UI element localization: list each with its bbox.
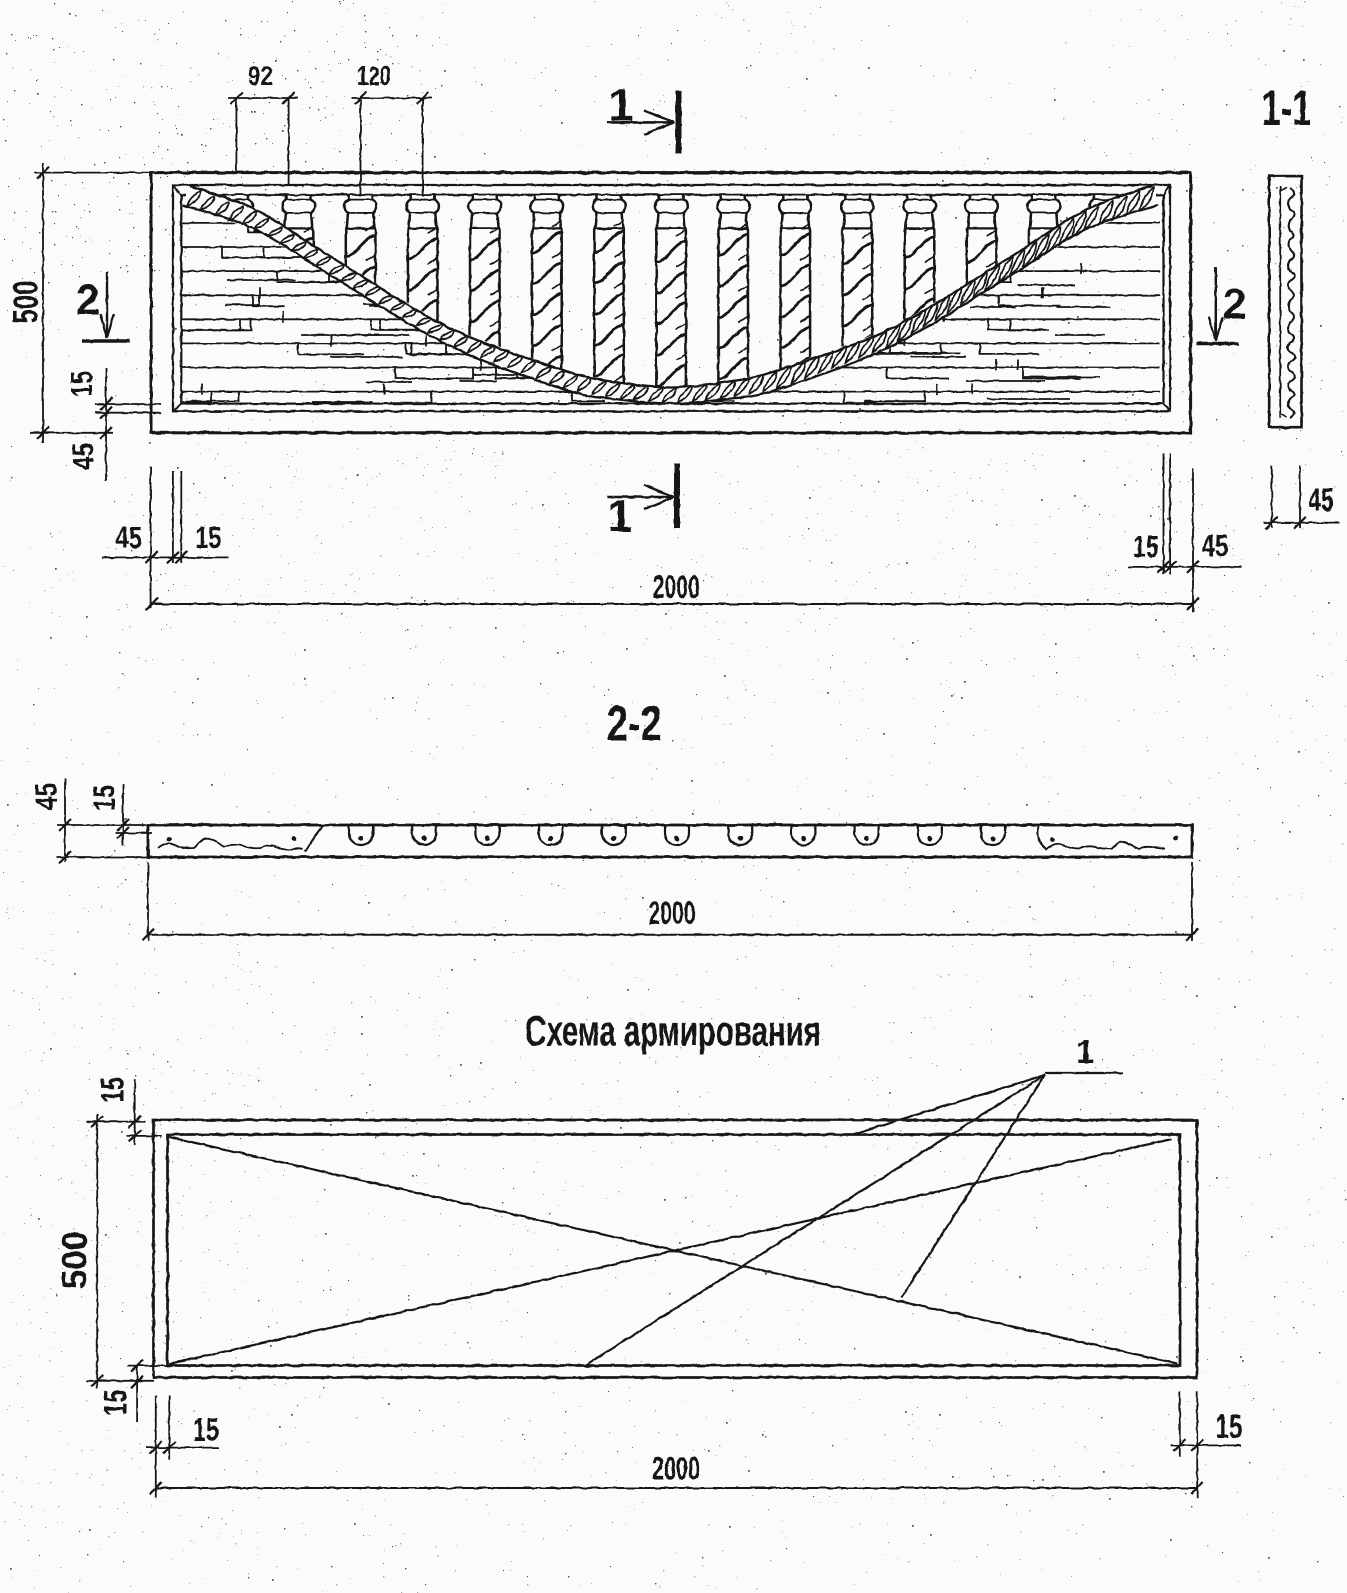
svg-text:15: 15 <box>195 520 221 555</box>
svg-text:45: 45 <box>1308 482 1333 518</box>
svg-text:15: 15 <box>87 785 122 811</box>
svg-text:15: 15 <box>97 1390 133 1416</box>
svg-text:2: 2 <box>76 277 100 325</box>
svg-text:500: 500 <box>6 281 45 324</box>
svg-text:2000: 2000 <box>649 895 696 931</box>
svg-text:1: 1 <box>1076 1033 1094 1070</box>
svg-text:45: 45 <box>66 443 101 470</box>
svg-text:45: 45 <box>1201 528 1228 563</box>
svg-text:Схема армирования: Схема армирования <box>525 1008 821 1056</box>
svg-text:1-1: 1-1 <box>1262 80 1312 136</box>
svg-text:15: 15 <box>1216 1408 1243 1446</box>
svg-text:2000: 2000 <box>653 569 700 605</box>
svg-text:120: 120 <box>357 61 391 91</box>
svg-text:15: 15 <box>64 371 99 397</box>
svg-text:500: 500 <box>56 1231 95 1289</box>
svg-text:2-2: 2-2 <box>607 696 662 752</box>
svg-text:45: 45 <box>29 783 64 810</box>
svg-text:45: 45 <box>115 520 142 555</box>
svg-text:15: 15 <box>193 1412 219 1448</box>
svg-text:15: 15 <box>1133 529 1159 564</box>
svg-text:92: 92 <box>248 61 273 91</box>
svg-text:2000: 2000 <box>652 1451 700 1487</box>
svg-text:2: 2 <box>1223 281 1247 329</box>
svg-text:15: 15 <box>95 1077 131 1103</box>
svg-text:1: 1 <box>607 491 632 542</box>
svg-text:1: 1 <box>608 80 633 131</box>
